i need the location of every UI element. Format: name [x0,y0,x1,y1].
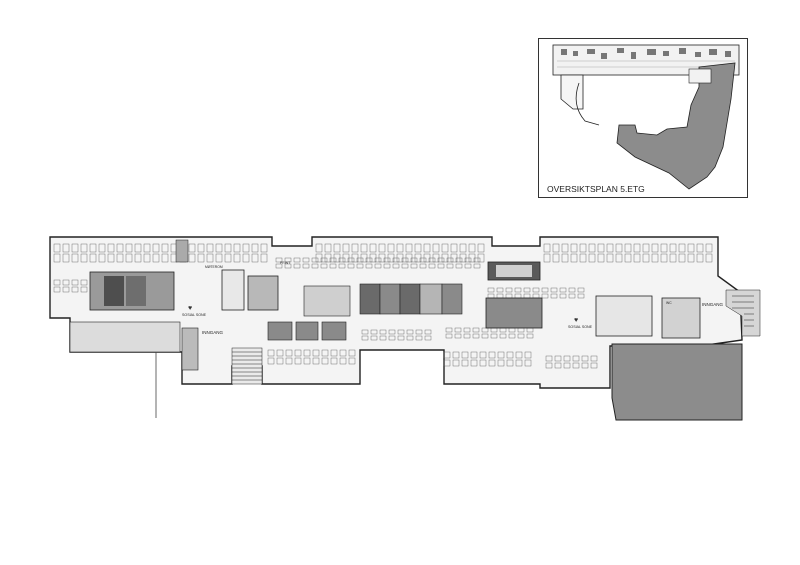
core-lift [247,275,279,311]
heart-icon-west: ♥ [188,305,192,312]
meeting-room-c4 [419,283,443,315]
meeting-room-dark [104,276,124,306]
meeting-room-c2 [379,283,401,315]
core-stair [221,269,245,311]
entrance-label-west: INNGANG [202,330,224,335]
overview-inset: OVERSIKTSPLAN 5.ETG [538,38,748,198]
overview-upper-rooms [561,48,731,59]
overview-caption: OVERSIKTSPLAN 5.ETG [547,184,645,194]
meeting-room-east [485,297,543,329]
southwest-zone [69,321,181,353]
overview-courtyard-edge [575,82,600,126]
small-room-1 [175,239,189,263]
east-core [595,295,653,337]
meeting-room-d3 [321,321,347,341]
meeting-room-d2 [295,321,319,341]
room-label-print: PRINT [280,261,290,265]
heart-icon-east: ♥ [574,317,578,324]
meeting-room-c5 [441,283,463,315]
room-label-wc: WC [666,301,672,305]
meeting-room-dark-2 [126,276,146,306]
neighbor-block [611,343,743,421]
social-zone-label-east: SOSIAL SONE [568,325,593,329]
east-wc [661,297,701,339]
stairs [231,289,761,385]
overview-neighbor-block [616,62,736,190]
overview-stair [688,68,712,84]
overview-map: OVERSIKTSPLAN 5.ETG [547,44,740,194]
meeting-cluster-a [303,285,351,317]
meeting-room-east-top-inner [496,265,532,277]
meeting-room-c1 [359,283,381,315]
entrance-label-east: INNGANG [702,302,724,307]
rooms [69,239,701,371]
southwest-rooms [181,327,199,371]
meeting-room-d1 [267,321,293,341]
social-zone-label-west: SOSIAL SONE [182,313,207,317]
meeting-room-c3 [399,283,421,315]
room-label-meeting: MØTEROM [205,265,223,269]
